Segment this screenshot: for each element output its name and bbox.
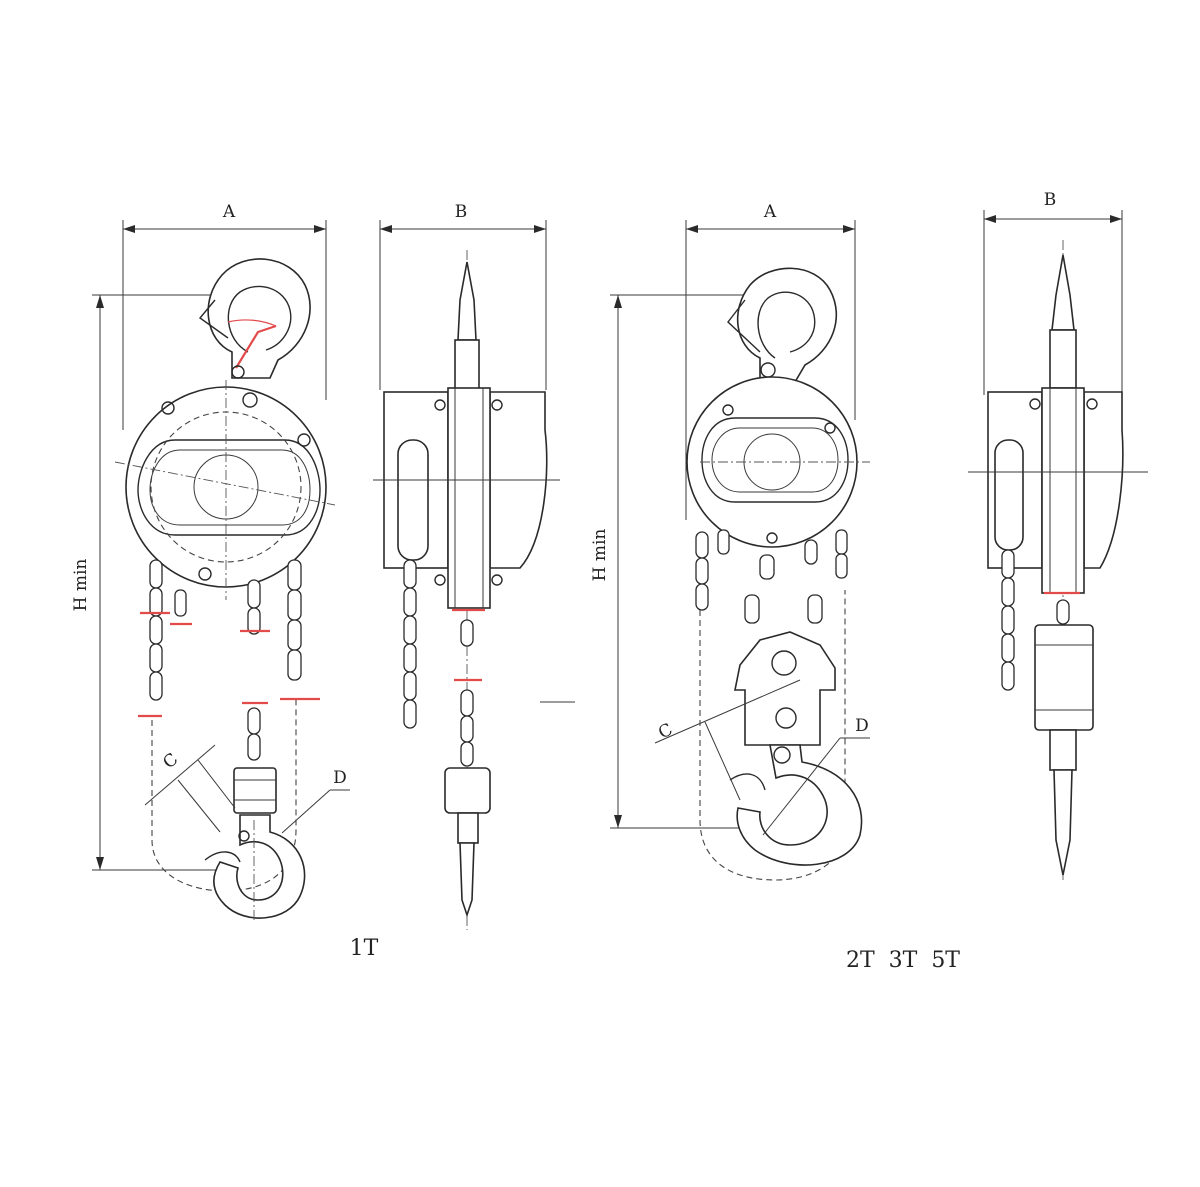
dimension-d-label-right: D [855,716,869,736]
hoist-2t-5t-front-view: A H min [590,202,870,881]
dimension-a-label: A [222,202,236,222]
dimension-h-label-right: H min [590,529,610,582]
hoist-1t-side-view: B [373,202,575,930]
dimension-c-label: C [159,749,182,773]
dimension-b-label: B [455,202,468,222]
dimension-a-right: A [685,202,856,520]
dimension-a-label-right: A [763,202,777,222]
bottom-hook-1t [204,767,306,920]
dimension-d-right: D [762,716,870,836]
top-hook-1t [198,258,311,379]
load-chain-1t [240,579,270,761]
chains-large [695,529,848,624]
dimension-a-left: A [122,202,327,300]
hoist-1t-front-view: A H min [71,202,350,920]
caption-1t: 1T [350,936,379,961]
hoist-body-1t [114,380,336,600]
hand-chain-left-1t [138,559,192,718]
dimension-d-label: D [333,768,347,788]
dimension-b-label-right: B [1044,190,1057,210]
hoist-body-large [686,376,870,548]
dimension-h-label: H min [71,559,91,612]
dimension-h-right: H min [590,294,770,829]
hoist-2t-5t-side-view: B [968,190,1148,880]
hand-chain-right-1t [280,559,320,701]
side-chain-1t [403,559,485,767]
dimension-d-left: D [281,768,350,834]
dimension-c-label-right: C [655,720,676,744]
dimension-h-left: H min [71,294,245,871]
side-chain-large [1001,549,1080,691]
dimension-c-left: C [144,744,236,833]
caption-2t-3t-5t: 2T 3T 5T [846,948,960,973]
top-hook-large [727,267,838,383]
dimension-b-left: B [379,202,547,390]
dimension-b-right: B [983,190,1123,395]
bottom-hook-large [729,631,863,866]
